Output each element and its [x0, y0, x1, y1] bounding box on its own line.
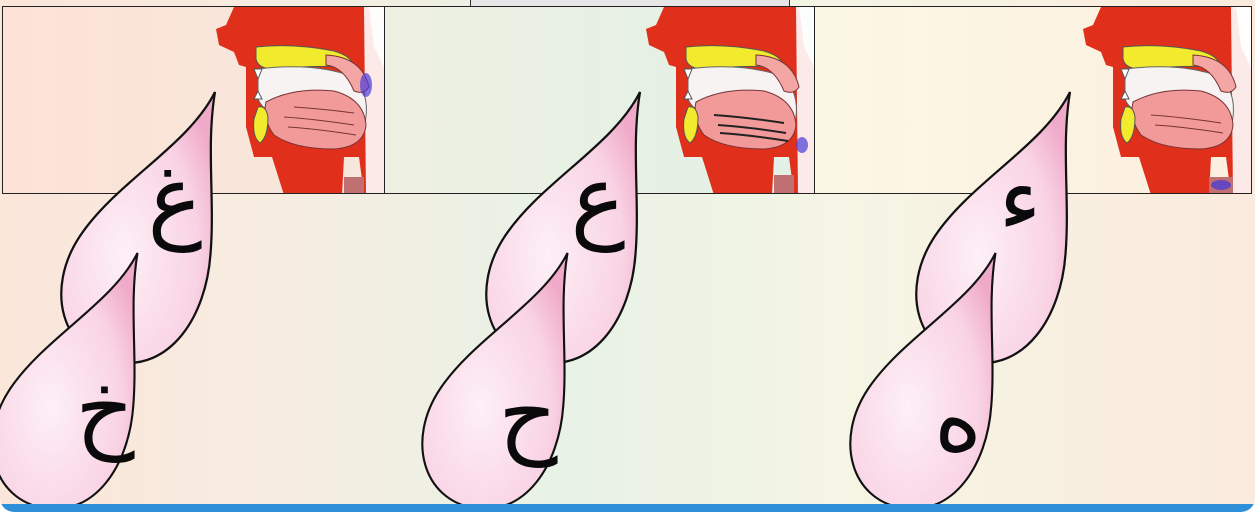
bottom-frame	[0, 504, 1255, 512]
letter-col2-bottom: ح	[498, 360, 558, 467]
letter-col1-bottom: خ	[75, 355, 135, 462]
letter-col1-top: غ	[148, 145, 203, 252]
letter-col3-bottom: ه	[934, 365, 982, 472]
letter-col2-top: ع	[571, 145, 626, 252]
letter-col3-top: ء	[998, 145, 1041, 252]
